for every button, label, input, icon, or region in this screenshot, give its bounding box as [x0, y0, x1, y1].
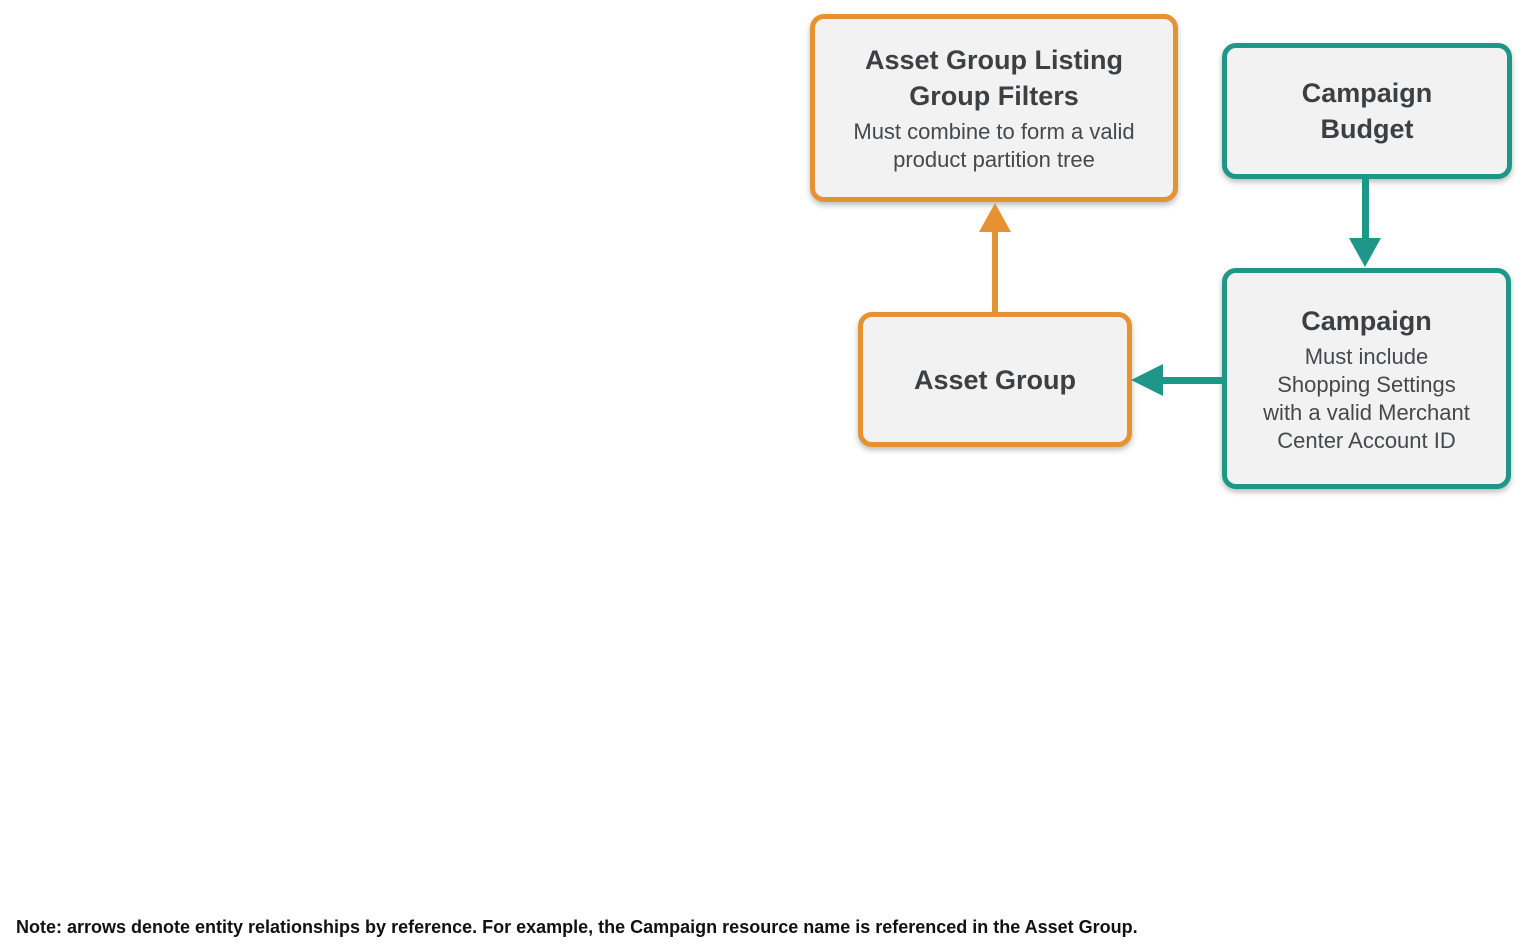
- node-title: Campaign: [1301, 305, 1432, 336]
- node-subtitle: Must combine to form a valid product par…: [853, 119, 1135, 172]
- node-title: Campaign Budget: [1301, 78, 1433, 144]
- node-campaign: Campaign Must include Shopping Settings …: [1222, 268, 1511, 489]
- footnote-text: Note: arrows denote entity relationships…: [16, 917, 1138, 937]
- node-asset-group: Asset Group: [858, 312, 1132, 447]
- node-asset-group-listing-group-filters: Asset Group Listing Group Filters Must c…: [810, 14, 1178, 202]
- node-campaign-budget: Campaign Budget: [1222, 43, 1512, 179]
- arrow-down-icon: [1349, 238, 1381, 267]
- node-subtitle: Must include Shopping Settings with a va…: [1263, 343, 1470, 453]
- node-title: Asset Group: [913, 364, 1077, 395]
- arrow-campaign-to-asset-group-shaft: [1163, 377, 1223, 384]
- arrow-campaign-budget-to-campaign-shaft: [1362, 177, 1369, 239]
- arrow-asset-group-to-filters-shaft: [992, 230, 998, 314]
- arrow-left-icon: [1131, 364, 1163, 396]
- arrow-up-icon: [979, 203, 1011, 232]
- node-title: Asset Group Listing Group Filters: [864, 45, 1124, 111]
